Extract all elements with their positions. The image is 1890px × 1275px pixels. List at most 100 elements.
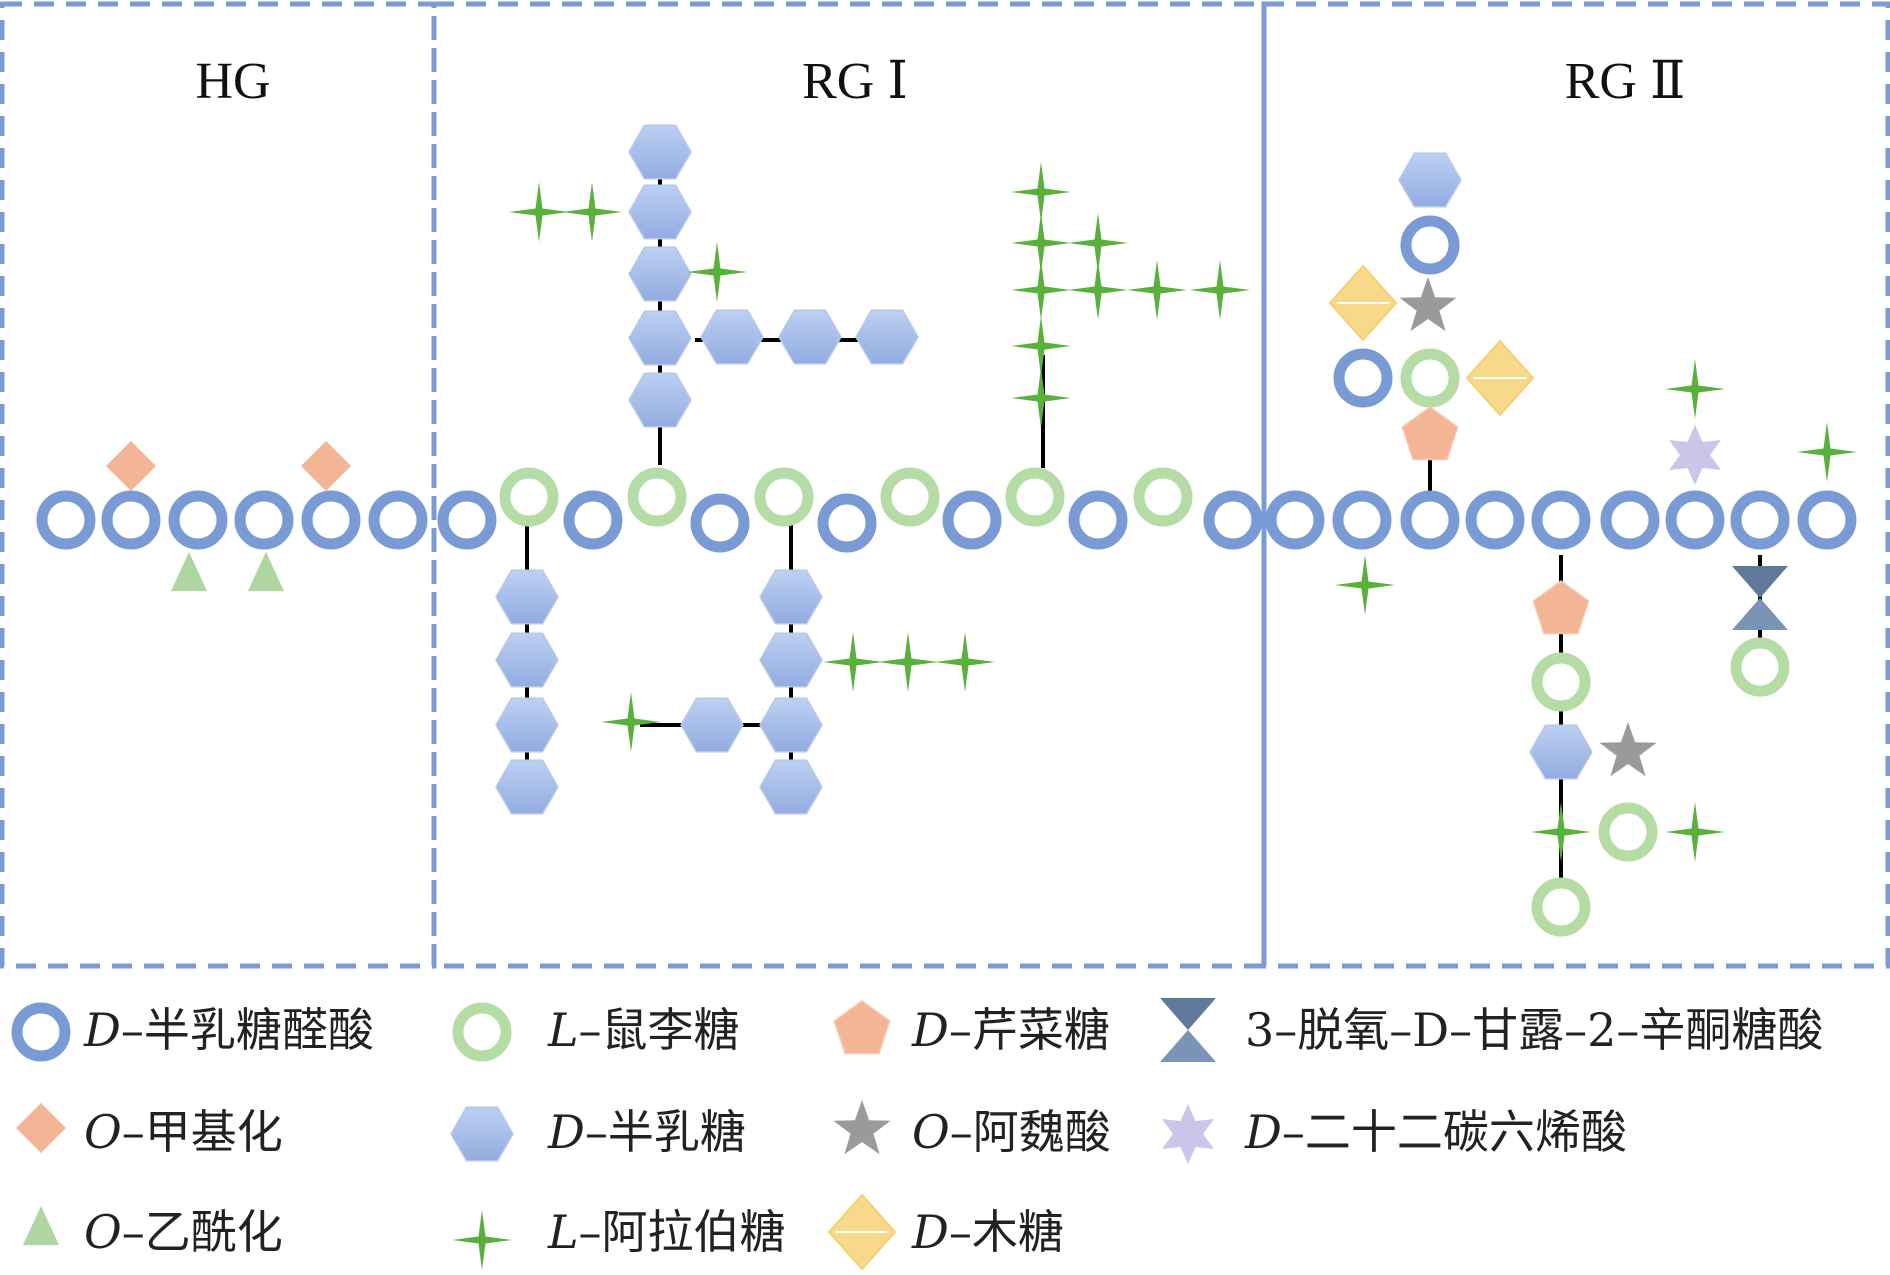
arabinose-icon [1011, 162, 1071, 222]
legend-prefix: L [547, 1003, 579, 1057]
galacturonic-acid-icon [1203, 490, 1263, 550]
rhamnose-icon [499, 467, 559, 527]
sugar-units [36, 124, 1857, 937]
svg-text:D–半乳糖: D–半乳糖 [547, 1105, 746, 1159]
legend-item-rhamnose: L–鼠李糖 [452, 1002, 740, 1062]
legend-label: –木糖 [949, 1205, 1064, 1259]
galactose-icon [628, 246, 692, 302]
ferulic-acid-icon [1599, 722, 1657, 777]
legend-label: –乙酰化 [122, 1205, 283, 1259]
region-title-rg2: RG Ⅱ [1565, 53, 1686, 110]
rhamnose-icon [880, 467, 940, 527]
xylose-icon [1465, 339, 1535, 417]
rhamnose-icon [1531, 652, 1591, 712]
svg-text:L–鼠李糖: L–鼠李糖 [547, 1003, 740, 1057]
galactose-icon [495, 569, 559, 625]
arabinose-icon [878, 632, 938, 692]
rhamnose-icon [627, 467, 687, 527]
galacturonic-acid-icon [1333, 348, 1393, 408]
galactose-icon [628, 310, 692, 366]
arabinose-icon [562, 182, 622, 242]
xylose-icon [1328, 264, 1398, 342]
rhamnose-icon [1005, 467, 1065, 527]
arabinose-icon [1665, 802, 1725, 862]
galactose-icon [759, 759, 823, 815]
galactose-icon [450, 1106, 514, 1162]
apiose-icon [833, 1000, 891, 1055]
galactose-icon [759, 697, 823, 753]
kdo-icon [1160, 998, 1216, 1062]
legend-item-methylation: O–甲基化 [16, 1103, 283, 1159]
galacturonic-acid-icon [1600, 490, 1660, 550]
ferulic-acid-icon [1399, 277, 1457, 332]
legend-label: –半乳糖 [585, 1105, 746, 1159]
legend-item-ferulic-acid: O–阿魏酸 [833, 1100, 1111, 1159]
galacturonic-acid-icon [817, 493, 877, 553]
legend-item-dha: D–二十二碳六烯酸 [1162, 1104, 1627, 1164]
arabinose-icon [1068, 213, 1128, 273]
svg-text:D–二十二碳六烯酸: D–二十二碳六烯酸 [1244, 1105, 1627, 1159]
legend-prefix: L [547, 1205, 579, 1259]
arabinose-icon [1531, 802, 1591, 862]
ferulic-acid-icon [833, 1100, 891, 1155]
legend-prefix: D [1244, 1105, 1282, 1159]
rhamnose-icon [1133, 467, 1193, 527]
region-title-hg: HG [195, 53, 270, 110]
galacturonic-acid-icon [690, 493, 750, 553]
legend-label: –阿拉伯糖 [579, 1205, 786, 1259]
galacturonic-acid-icon [1665, 490, 1725, 550]
methylation-icon [301, 441, 351, 491]
region-boxes [0, 1, 1890, 969]
legend-label: 3–脱氧–D–甘露–2–辛酮糖酸 [1245, 1003, 1823, 1057]
arabinose-icon [1190, 260, 1250, 320]
galacturonic-acid-icon [1730, 490, 1790, 550]
galacturonic-acid-icon [1531, 490, 1591, 550]
rhamnose-icon [754, 467, 814, 527]
arabinose-icon [1011, 316, 1071, 376]
apiose-icon [1532, 580, 1590, 635]
legend-item-xylose: D–木糖 [827, 1193, 1064, 1271]
galactose-icon [628, 184, 692, 240]
legend: D–半乳糖醛酸 L–鼠李糖 D–芹菜糖 3–脱氧–D–甘露–2–辛酮糖酸 O–甲… [11, 998, 1823, 1271]
rhamnose-icon [1400, 348, 1460, 408]
galactose-icon [495, 759, 559, 815]
svg-text:O–阿魏酸: O–阿魏酸 [912, 1105, 1111, 1159]
legend-item-arabinose: L–阿拉伯糖 [452, 1205, 786, 1270]
legend-item-galactose: D–半乳糖 [450, 1105, 746, 1162]
rhamnose-icon [1598, 802, 1658, 862]
legend-prefix: D [911, 1003, 949, 1057]
galactose-icon [628, 372, 692, 428]
arabinose-icon [1068, 260, 1128, 320]
legend-label: –芹菜糖 [949, 1003, 1110, 1057]
acetylation-icon [170, 552, 208, 592]
rhamnose-icon [1531, 877, 1591, 937]
legend-prefix: O [84, 1205, 122, 1259]
svg-text:D–木糖: D–木糖 [911, 1205, 1064, 1259]
galacturonic-acid-icon [36, 490, 96, 550]
svg-text:O–甲基化: O–甲基化 [84, 1105, 283, 1159]
svg-text:D–芹菜糖: D–芹菜糖 [911, 1003, 1110, 1057]
galacturonic-acid-icon [1797, 490, 1857, 550]
legend-item-apiose: D–芹菜糖 [833, 1000, 1110, 1057]
dha-icon [1669, 425, 1721, 485]
galactose-icon [1529, 724, 1593, 780]
galactose-icon [680, 697, 744, 753]
acetylation-icon [247, 552, 285, 592]
svg-text:3–脱氧–D–甘露–2–辛酮糖酸: 3–脱氧–D–甘露–2–辛酮糖酸 [1245, 1003, 1823, 1057]
arabinose-icon [1335, 555, 1395, 615]
arabinose-icon [601, 692, 661, 752]
galacturonic-acid-icon [1465, 490, 1525, 550]
xylose-icon [827, 1193, 897, 1271]
dha-icon [1162, 1104, 1214, 1164]
galactose-icon [628, 124, 692, 180]
legend-prefix: O [84, 1105, 122, 1159]
arabinose-icon [452, 1210, 512, 1270]
legend-label: –鼠李糖 [579, 1003, 740, 1057]
methylation-icon [106, 441, 156, 491]
galacturonic-acid-icon [1400, 215, 1460, 275]
legend-label: –甲基化 [122, 1105, 283, 1159]
arabinose-icon [1127, 260, 1187, 320]
galacturonic-acid-icon [437, 490, 497, 550]
legend-prefix: D [911, 1205, 949, 1259]
